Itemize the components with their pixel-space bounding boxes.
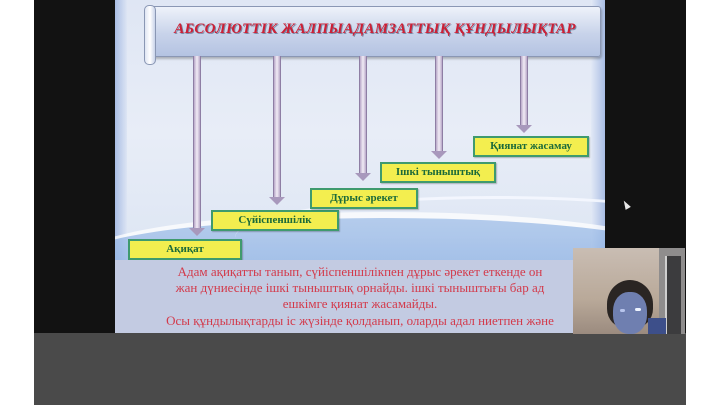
- value-box-truth: Ақиқат: [128, 239, 242, 260]
- paragraph-line: ешкімге қиянат жасамайды.: [282, 296, 438, 311]
- arrow-down-icon: [516, 56, 532, 133]
- slide-swoosh-line: [235, 196, 605, 279]
- value-box-inner-peace: Ішкі тыныштық: [380, 162, 496, 183]
- scroll-roll-icon: [144, 5, 156, 65]
- presentation-slide: АБСОЛЮТТІК ЖАЛПЫАДАМЗАТТЫҚ ҚҰНДЫЛЫҚТАР А…: [115, 0, 605, 333]
- arrow-down-icon: [189, 56, 205, 236]
- slide-title: АБСОЛЮТТІК ЖАЛПЫАДАМЗАТТЫҚ ҚҰНДЫЛЫҚТАР: [174, 21, 576, 37]
- webcam-overlay: [573, 248, 685, 334]
- slide-text-area: Адам ақиқатты танып, сүйіспеншілікпен дұ…: [115, 260, 605, 333]
- video-bottom-area: [34, 333, 686, 405]
- slide-decoration-right: [591, 0, 605, 260]
- presenter-face: [613, 292, 647, 334]
- glasses-glare: [635, 308, 641, 311]
- webcam-background-door: [665, 256, 681, 334]
- paragraph-line: жан дүниесінде ішкі тыныштық орнайды. іш…: [175, 280, 545, 295]
- arrow-down-icon: [431, 56, 447, 159]
- paragraph-line: Адам ақиқатты танып, сүйіспеншілікпен дұ…: [177, 264, 543, 279]
- title-scroll-banner: АБСОЛЮТТІК ЖАЛПЫАДАМЗАТТЫҚ ҚҰНДЫЛЫҚТАР: [144, 5, 601, 65]
- slide-decoration-left: [115, 0, 127, 260]
- value-box-non-violence: Қиянат жасамау: [473, 136, 589, 157]
- paragraph-line: Осы құндылықтарды іс жүзінде қолданып, о…: [166, 313, 554, 328]
- glasses-glare: [620, 309, 625, 312]
- value-box-love: Сүйіспеншілік: [211, 210, 339, 231]
- arrow-down-icon: [355, 56, 371, 181]
- value-box-right-action: Дұрыс әрекет: [310, 188, 418, 209]
- presenter-shoulder: [648, 318, 666, 334]
- arrow-down-icon: [269, 56, 285, 205]
